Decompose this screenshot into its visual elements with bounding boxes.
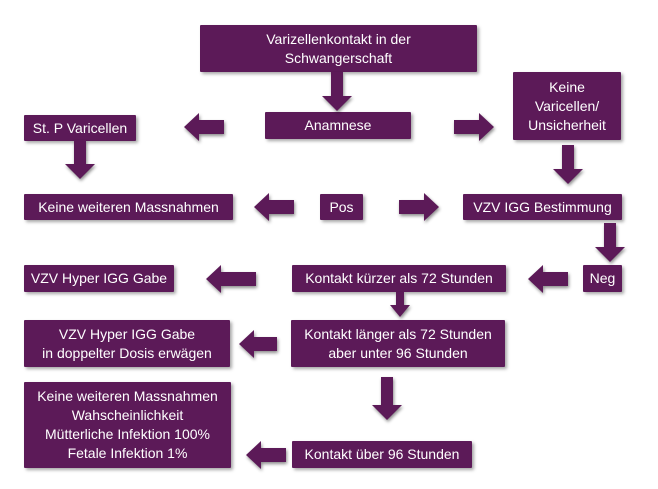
node-no-further-bottom: Keine weiteren Massnahmen Wahscheinlichk… [24,382,231,468]
arrow-right-anamnesis-to-no-varicella [454,113,494,141]
arrow-left-over-72-to-hyper-igg-double [239,330,277,358]
arrow-left-pos-to-no-further [254,193,294,221]
arrow-down-contact-to-anamnesis [322,72,352,111]
arrow-right-pos-to-vzv-igg [399,193,439,221]
node-pos: Pos [320,194,363,220]
node-neg: Neg [583,265,622,292]
arrow-left-over-96-to-no-further [246,441,286,469]
node-no-varicella: Keine Varicellen/ Unsicherheit [513,72,621,140]
node-history-varicella: St. P Varicellen [24,115,136,141]
node-hyper-igg-double: VZV Hyper IGG Gabe in doppelter Dosis er… [24,320,230,367]
arrow-down-history-to-no-further [65,140,95,179]
node-under-72: Kontakt kürzer als 72 Stunden [292,265,506,292]
arrow-left-under-72-to-hyper-igg [206,265,256,293]
arrow-down-vzv-igg-to-neg [595,223,625,262]
node-over-72: Kontakt länger als 72 Stunden aber unter… [291,320,505,367]
arrow-left-neg-to-under-72 [528,265,568,293]
node-no-further-top: Keine weiteren Massnahmen [24,194,233,220]
arrow-down-over-72-to-over-96 [372,377,402,420]
node-hyper-igg: VZV Hyper IGG Gabe [24,265,174,292]
arrow-left-anamnesis-to-history [184,113,224,141]
arrow-down-no-varicella-to-vzv-igg [553,145,583,184]
node-vzv-igg: VZV IGG Bestimmung [463,194,622,220]
node-contact: Varizellenkontakt in der Schwangerschaft [200,25,477,72]
node-over-96: Kontakt über 96 Stunden [292,441,472,468]
node-anamnesis: Anamnese [265,112,411,139]
arrow-down-under-72-to-over-72 [390,292,410,317]
